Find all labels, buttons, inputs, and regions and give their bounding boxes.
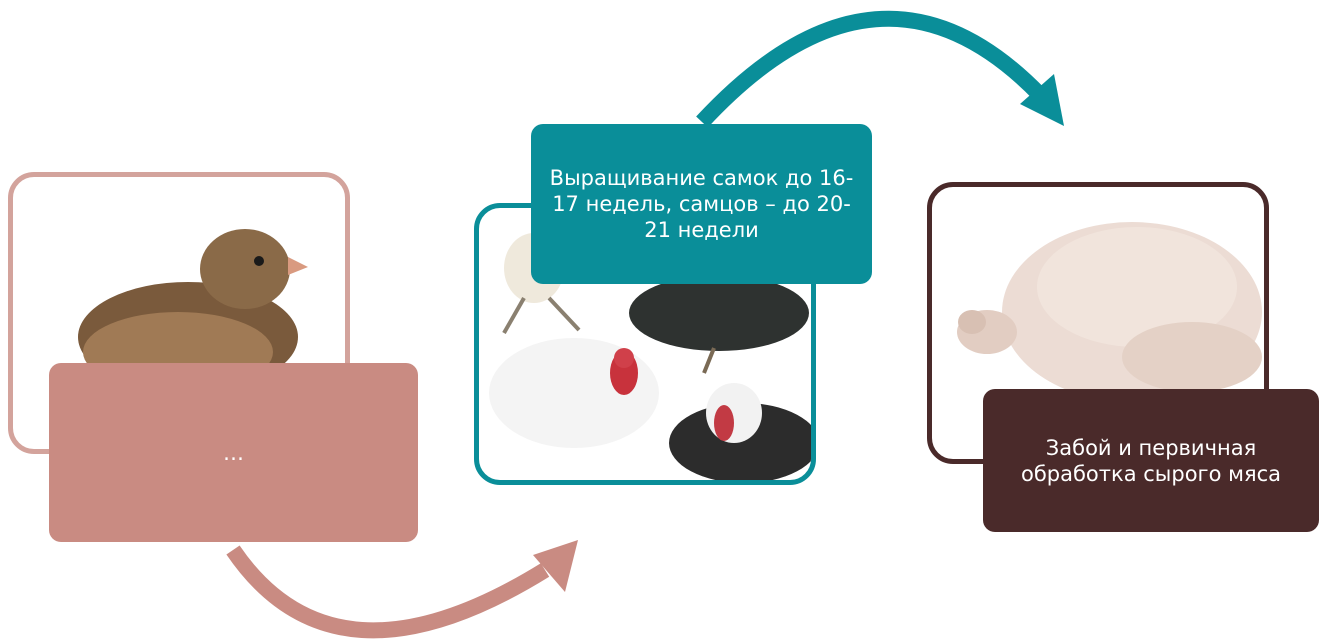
stage-3-label-box: Забой и первичная обработка сырого мяса — [983, 389, 1319, 532]
arrow-stage1-to-stage2 — [233, 550, 545, 630]
stage-3-label: Забой и первичная обработка сырого мяса — [995, 435, 1307, 487]
arrow-stage2-to-stage3 — [702, 19, 1040, 122]
stage-1-label-box: … — [49, 363, 418, 542]
stage-1-label: … — [223, 440, 244, 466]
stage-2-label-box: Выращивание самок до 16-17 недель, самцо… — [531, 124, 872, 284]
stage-2-label: Выращивание самок до 16-17 недель, самцо… — [543, 165, 860, 243]
